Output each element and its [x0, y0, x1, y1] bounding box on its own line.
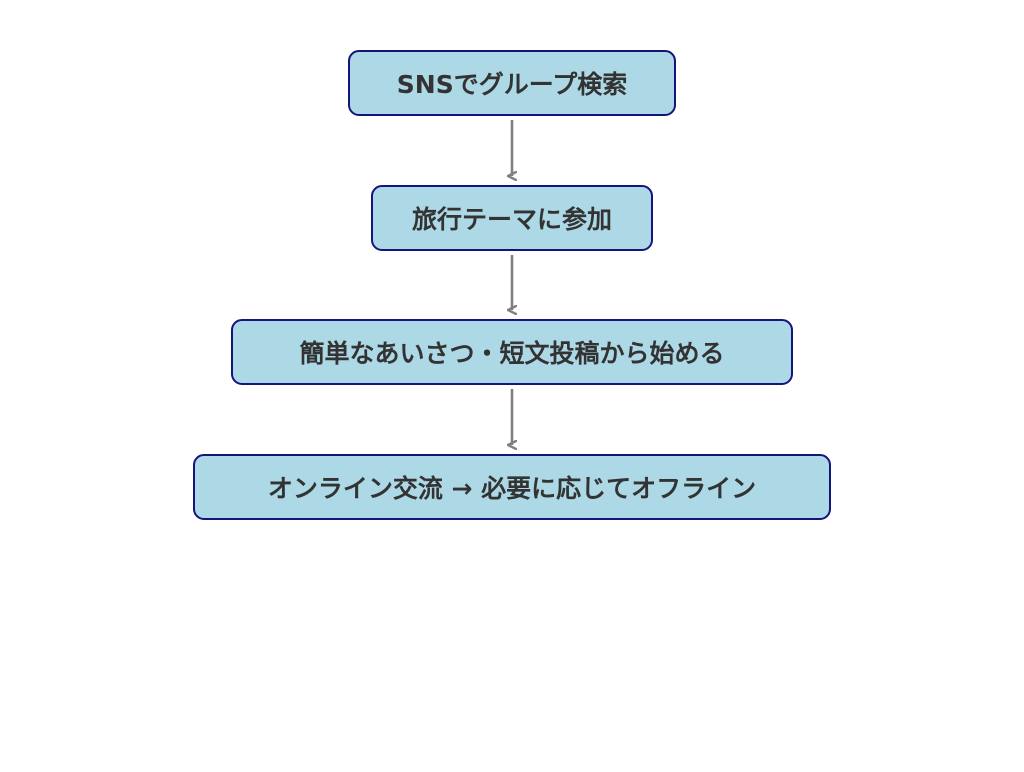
flow-node-group-search: SNSでグループ検索	[348, 50, 676, 116]
flow-node-online-offline: オンライン交流 → 必要に応じてオフライン	[193, 454, 831, 520]
node-label: SNSでグループ検索	[396, 70, 628, 99]
flow-node-start-posting: 簡単なあいさつ・短文投稿から始める	[231, 319, 793, 385]
node-label: オンライン交流 → 必要に応じてオフライン	[267, 474, 757, 503]
node-label: 簡単なあいさつ・短文投稿から始める	[299, 339, 725, 368]
flow-node-join-theme: 旅行テーマに参加	[371, 185, 653, 251]
node-label: 旅行テーマに参加	[411, 205, 612, 234]
